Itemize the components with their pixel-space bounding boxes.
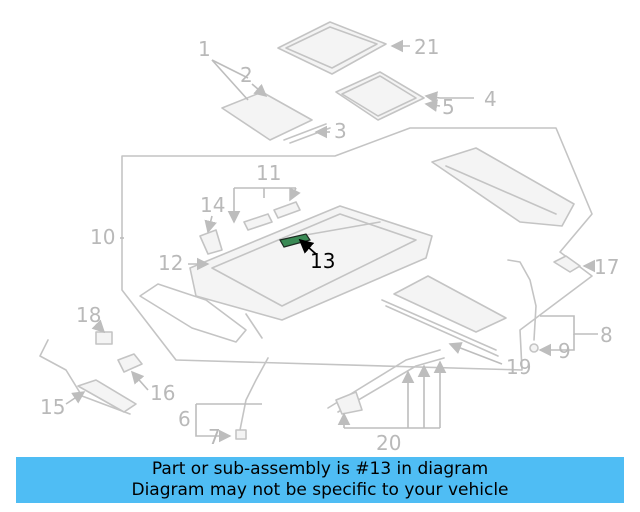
glass-panel-21 [277,21,387,75]
info-banner: Part or sub-assembly is #13 in diagram D… [16,457,624,503]
sunroof-frame-10 [139,205,433,343]
callout-10: 10 [90,225,115,249]
clamp-7 [235,429,247,440]
callout-4: 4 [484,87,497,111]
bracket-11 [243,213,273,231]
leader-lines [65,39,598,443]
callout-19: 19 [506,355,531,379]
bracket-14 [199,229,223,255]
callout-2: 2 [240,63,253,87]
clip-18 [95,331,113,345]
callout-9: 9 [558,339,571,363]
callout-16: 16 [150,381,175,405]
callout-7: 7 [208,425,221,449]
callout-12: 12 [158,251,183,275]
callout-5: 5 [442,95,455,119]
sunshade-panel-1 [221,91,331,144]
clamp-9 [529,343,539,353]
drain-hose-8 [507,259,537,341]
motor-17 [553,255,581,273]
callout-6: 6 [178,407,191,431]
callout-20: 20 [376,431,401,455]
sunshade-19 [381,275,507,357]
panel-assembly-4 [335,71,425,121]
callout-17: 17 [594,255,619,279]
cable-15 [39,339,137,415]
drain-assembly [431,147,575,227]
banner-part-note: Part or sub-assembly is #13 in diagram [151,459,489,479]
bracket-16 [117,353,143,373]
callout-21: 21 [414,35,439,59]
callout-3: 3 [334,119,347,143]
callout-8: 8 [600,323,613,347]
callout-15: 15 [40,395,65,419]
guide-rail-20 [327,349,445,415]
callout-18: 18 [76,303,101,327]
callout-14: 14 [200,193,225,217]
callout-11: 11 [256,161,281,185]
bracket-11b [273,201,301,219]
callout-13: 13 [310,249,335,273]
drain-hose-6 [239,357,269,431]
callout-1: 1 [198,37,211,61]
banner-disclaimer: Diagram may not be specific to your vehi… [131,480,509,500]
